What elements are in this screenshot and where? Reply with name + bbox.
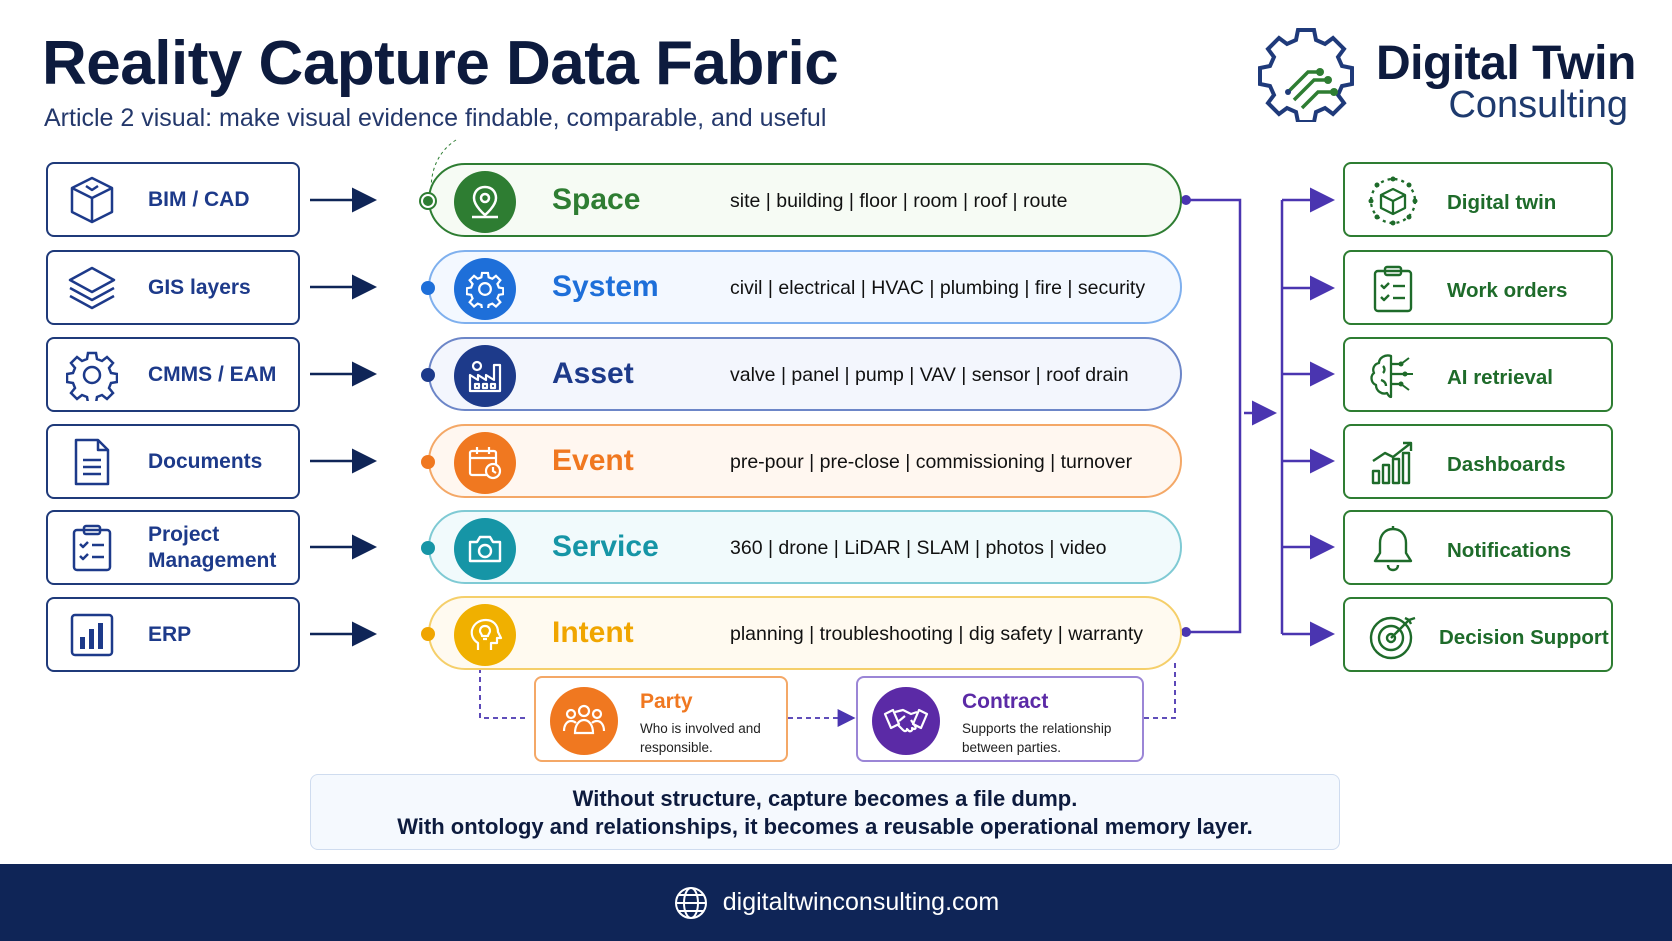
band-name: Space — [552, 183, 641, 216]
gear-icon — [66, 351, 118, 401]
relation-description: Supports the relationship between partie… — [962, 721, 1112, 755]
band-event: Event pre-pour | pre-close | commissioni… — [421, 424, 1182, 498]
band-terms: 360 | drone | LiDAR | SLAM | photos | vi… — [730, 537, 1107, 559]
band-name: Service — [552, 530, 659, 563]
target-label: Digital twin — [1447, 191, 1557, 214]
source-label: BIM / CAD — [148, 187, 250, 211]
band-terms: pre-pour | pre-close | commissioning | t… — [730, 451, 1133, 473]
band-name: Intent — [552, 616, 634, 649]
source-label: Project Management — [148, 523, 277, 572]
band-intent: Intent planning | troubleshooting | dig … — [421, 596, 1182, 670]
target-digital-twin: Digital twin — [1343, 162, 1613, 237]
source-project-management: Project Management — [46, 510, 300, 585]
band-name: Event — [552, 444, 634, 477]
target-work-orders: Work orders — [1343, 250, 1613, 325]
relation-title: Party — [640, 690, 693, 713]
source-gis-layers: GIS layers — [46, 250, 300, 325]
cube-network-icon — [1368, 176, 1418, 226]
clipboard-icon — [72, 524, 112, 571]
relation-contract: Contract Supports the relationship betwe… — [856, 676, 1144, 762]
checklist-icon — [1373, 265, 1413, 313]
source-label: CMMS / EAM — [148, 362, 277, 386]
website-link[interactable]: digitaltwinconsulting.com — [722, 888, 1000, 916]
bar-chart-icon — [70, 613, 114, 656]
page-title: Reality Capture Data Fabric — [42, 29, 839, 98]
target-label: Decision Support — [1439, 626, 1609, 649]
brain-circuit-icon — [1370, 354, 1413, 399]
source-label: ERP — [148, 622, 192, 646]
band-service: Service 360 | drone | LiDAR | SLAM | pho… — [421, 510, 1182, 584]
relation-description: Who is involved and responsible. — [640, 721, 761, 755]
gear-icon — [454, 258, 516, 320]
source-label: GIS layers — [148, 275, 251, 299]
source-erp: ERP — [46, 597, 300, 672]
source-documents: Documents — [46, 424, 300, 499]
target-label: Dashboards — [1447, 453, 1566, 476]
band-dot — [421, 194, 435, 208]
band-dot — [421, 455, 435, 469]
target-label: AI retrieval — [1447, 366, 1553, 389]
relation-party: Party Who is involved and responsible. — [534, 676, 788, 762]
growth-chart-icon — [1371, 441, 1413, 485]
factory-icon — [454, 345, 516, 407]
logo-text-primary: Digital Twin — [1376, 37, 1636, 90]
globe-icon — [674, 886, 707, 919]
camera-icon — [454, 518, 516, 580]
target-decision-support: Decision Support — [1343, 597, 1613, 672]
footer-bar: digitaltwinconsulting.com — [0, 864, 1672, 941]
head-bulb-icon — [454, 604, 516, 666]
company-logo: Digital Twin Consulting — [1258, 22, 1638, 132]
gear-circuit-logo-icon — [1258, 28, 1354, 122]
source-label: Documents — [148, 449, 263, 473]
band-system: System civil | electrical | HVAC | plumb… — [421, 250, 1182, 324]
handshake-icon — [872, 687, 940, 755]
band-asset: Asset valve | panel | pump | VAV | senso… — [421, 337, 1182, 411]
target-dashboards: Dashboards — [1343, 424, 1613, 499]
document-icon — [74, 438, 110, 485]
people-icon — [550, 687, 618, 755]
source-cmms-eam: CMMS / EAM — [46, 337, 300, 412]
band-dot — [421, 541, 435, 555]
target-notifications: Notifications — [1343, 510, 1613, 585]
logo-text-secondary: Consulting — [1448, 84, 1628, 126]
bell-icon — [1373, 526, 1413, 572]
summary-callout: Without structure, capture becomes a fil… — [310, 774, 1340, 850]
band-name: System — [552, 270, 659, 303]
band-dot — [421, 627, 435, 641]
target-label: Notifications — [1447, 539, 1572, 562]
layers-icon — [68, 266, 116, 309]
band-terms: valve | panel | pump | VAV | sensor | ro… — [730, 364, 1129, 386]
target-ai-retrieval: AI retrieval — [1343, 337, 1613, 412]
summary-line-1: Without structure, capture becomes a fil… — [572, 786, 1078, 811]
band-dot — [421, 281, 435, 295]
source-bim-cad: BIM / CAD — [46, 162, 300, 237]
relation-title: Contract — [962, 690, 1049, 713]
cube-icon — [70, 176, 114, 223]
calendar-clock-icon — [454, 432, 516, 494]
summary-line-2: With ontology and relationships, it beco… — [397, 813, 1253, 839]
band-space: Space site | building | floor | room | r… — [421, 163, 1182, 237]
target-label: Work orders — [1447, 279, 1568, 302]
band-terms: site | building | floor | room | roof | … — [730, 190, 1068, 212]
band-name: Asset — [552, 357, 634, 390]
page-subtitle: Article 2 visual: make visual evidence f… — [44, 104, 827, 132]
target-icon — [1369, 616, 1416, 660]
location-pin-icon — [454, 171, 516, 233]
band-dot — [421, 368, 435, 382]
band-terms: planning | troubleshooting | dig safety … — [730, 623, 1144, 645]
band-terms: civil | electrical | HVAC | plumbing | f… — [730, 277, 1146, 299]
